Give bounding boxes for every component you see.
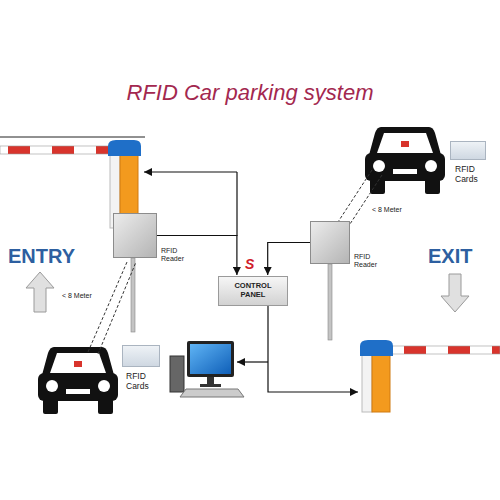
- rf-signal-line: [350, 175, 382, 224]
- connector-arrow: [268, 243, 310, 276]
- monitor-screen: [190, 344, 231, 374]
- barrier-post: [372, 352, 390, 412]
- exit-arrow: [441, 274, 469, 312]
- wire: [236, 172, 237, 236]
- card-label: RFID Cards: [455, 165, 487, 185]
- panel-label: CONTROL PANEL: [231, 282, 275, 299]
- rf-signal-line: [338, 170, 372, 222]
- distance-label: < 8 Meter: [372, 206, 402, 214]
- reader-label: RFID Reader: [161, 247, 189, 263]
- barrier-post: [120, 150, 138, 228]
- rf-signal-line: [98, 262, 136, 354]
- barrier-arm: [392, 346, 500, 354]
- control-panel: CONTROL PANEL: [218, 276, 288, 306]
- reader-label: RFID Reader: [354, 253, 382, 269]
- reader-pole: [328, 264, 332, 340]
- keyboard: [180, 389, 244, 397]
- computer-tower: [170, 356, 184, 392]
- wire-arrow: [144, 171, 237, 172]
- barrier-cap: [108, 140, 141, 156]
- control-wires: [144, 172, 358, 392]
- wire-arrow: [237, 361, 268, 362]
- rf-signal: [88, 170, 382, 354]
- barrier-arm: [0, 146, 110, 154]
- rfid-card: RFID Cards: [122, 345, 160, 367]
- logo-letter: S: [245, 257, 254, 272]
- border-line: [0, 137, 145, 138]
- rf-signal-line: [88, 262, 127, 352]
- rfid-card: RFID Cards: [450, 141, 486, 160]
- monitor-stand: [200, 384, 221, 387]
- entry-barrier: [0, 140, 141, 228]
- entry-label: ENTRY: [8, 245, 75, 267]
- barrier-cap: [360, 340, 393, 356]
- computer: [170, 341, 244, 397]
- rfid-reader: RFID Reader: [310, 221, 350, 264]
- diagram-title: RFID Car parking system: [0, 80, 500, 106]
- entry-arrow: [26, 272, 54, 312]
- rfid-reader: RFID Reader: [113, 213, 157, 258]
- exit-barrier: [360, 340, 500, 412]
- exit-car: [365, 127, 445, 194]
- barrier-post: [362, 352, 372, 412]
- barrier-post: [110, 150, 120, 228]
- entry-car: [38, 347, 118, 414]
- connector-arrow: [157, 236, 237, 276]
- monitor-frame: [187, 341, 234, 377]
- monitor-stand: [207, 377, 214, 384]
- distance-label: < 8 Meter: [62, 292, 92, 300]
- exit-label: EXIT: [428, 245, 472, 267]
- card-label: RFID Cards: [126, 372, 158, 392]
- wire-arrow: [268, 306, 358, 392]
